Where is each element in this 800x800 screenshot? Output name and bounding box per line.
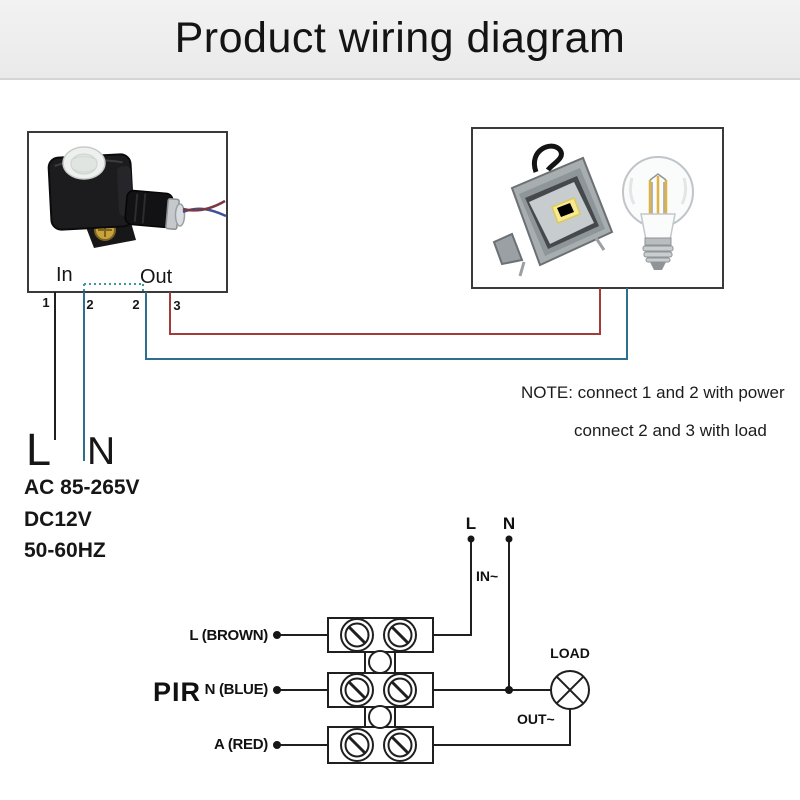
schematic-out-label: OUT~: [517, 711, 555, 727]
terminal-row-label-blue: N (BLUE): [204, 681, 269, 698]
load-lamp-symbol: [550, 670, 590, 710]
terminal-number-3: 3: [173, 298, 181, 313]
schematic-l-label: L: [465, 514, 477, 533]
power-neutral-label: N: [87, 430, 116, 473]
schematic-load-label: LOAD: [550, 645, 590, 661]
sensor-out-label: Out: [140, 266, 173, 288]
power-line-label: L: [26, 424, 52, 475]
led-filament-bulb-photo: [622, 156, 694, 270]
terminal-screws: [340, 618, 417, 762]
led-floodlight-photo: [492, 143, 614, 277]
terminal-row-label-brown: L (BROWN): [189, 627, 268, 644]
terminal-number-2a: 2: [86, 297, 94, 312]
schematic-load-return-wire: [433, 709, 571, 746]
terminal-number-2b: 2: [132, 297, 140, 312]
schematic-row-lead-wires: [277, 634, 328, 746]
schematic-n-label: N: [502, 514, 516, 533]
title-bar: Product wiring diagram: [0, 0, 800, 80]
spec-ac-voltage: AC 85-265V: [24, 476, 140, 499]
spec-dc-voltage: DC12V: [24, 508, 92, 531]
note-line-1: NOTE: connect 1 and 2 with power: [521, 383, 785, 402]
schematic-l-drop-wire: [433, 541, 472, 636]
wire-terminal-2-to-load-blue: [145, 288, 628, 360]
schematic-in-label: IN~: [476, 568, 499, 584]
spec-frequency: 50-60HZ: [24, 539, 106, 562]
wire-terminal-3-to-load-red: [169, 288, 601, 335]
note-line-2: connect 2 and 3 with load: [574, 421, 767, 440]
terminal-number-1: 1: [42, 295, 50, 310]
schematic-wires: [277, 541, 571, 746]
terminal-row-label-red: A (RED): [213, 736, 268, 753]
junction-dots: [273, 535, 513, 749]
in-out-dotted-link: [83, 283, 144, 292]
schematic-pir-label: PIR: [153, 677, 202, 707]
sensor-in-label: In: [56, 264, 73, 286]
pir-motion-sensor-photo: [47, 146, 227, 248]
page-title: Product wiring diagram: [174, 14, 626, 62]
